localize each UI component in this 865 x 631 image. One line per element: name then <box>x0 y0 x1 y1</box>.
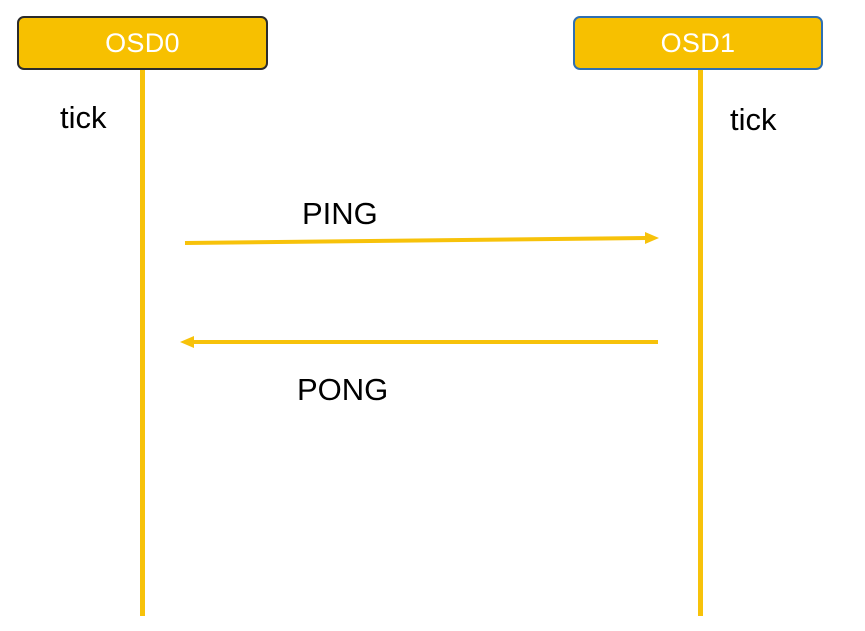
ping-arrow <box>184 232 659 245</box>
message-label-pong: PONG <box>297 372 389 407</box>
pong-arrow <box>180 336 658 348</box>
message-label-ping: PING <box>302 196 378 231</box>
tick-label-osd1: tick <box>730 102 777 137</box>
tick-label-osd0: tick <box>60 100 107 135</box>
lifeline-osd0 <box>140 70 145 616</box>
lifeline-osd1 <box>698 70 703 616</box>
participant-osd1: OSD1 <box>573 16 823 70</box>
participant-osd0: OSD0 <box>17 16 268 70</box>
